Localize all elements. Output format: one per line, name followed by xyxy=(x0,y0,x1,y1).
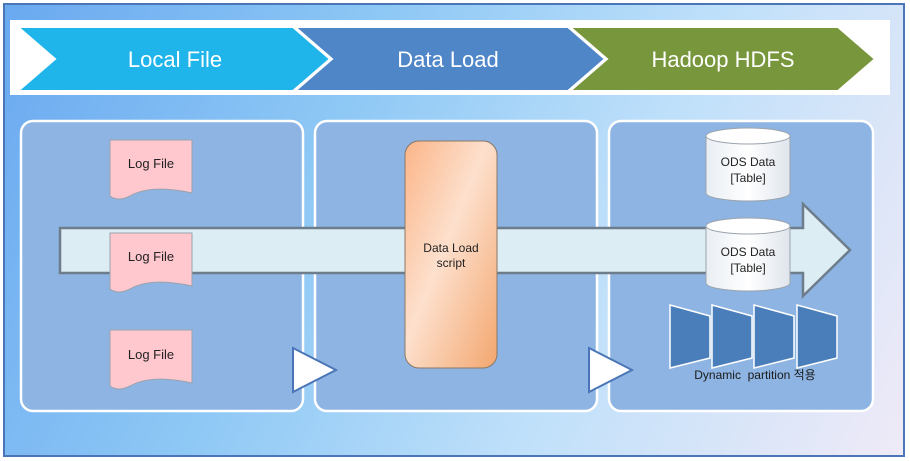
transition-triangle xyxy=(588,346,635,394)
stage-chevron-local-file: Local File xyxy=(15,26,332,92)
script-label-line1: Data Load xyxy=(423,241,478,255)
partition-block xyxy=(796,304,838,369)
table-label-line1: ODS Data xyxy=(721,245,776,259)
log-file-document: Log File xyxy=(109,329,193,390)
log-file-label: Log File xyxy=(128,347,174,362)
partition-label: Dynamic partition 적용 xyxy=(694,368,815,382)
partition-group xyxy=(669,304,838,369)
stage-label: Hadoop HDFS xyxy=(651,47,794,72)
ods-data-table-cylinder: ODS Data [Table] xyxy=(705,217,791,292)
table-label-line2: [Table] xyxy=(730,171,765,185)
partition-block xyxy=(711,304,753,369)
stage-chevron-hadoop-hdfs: Hadoop HDFS xyxy=(567,26,877,92)
partition-block xyxy=(753,304,795,369)
stage-chevron-data-load: Data Load xyxy=(292,26,607,92)
log-file-label: Log File xyxy=(128,249,174,264)
log-file-label: Log File xyxy=(128,156,174,171)
table-label-line2: [Table] xyxy=(730,261,765,275)
log-file-document: Log File xyxy=(109,139,193,200)
partition-block xyxy=(669,304,711,369)
table-label-line1: ODS Data xyxy=(721,155,776,169)
script-label-line2: script xyxy=(437,256,466,270)
data-load-script-box: Data Load script xyxy=(404,140,498,369)
stage-label: Data Load xyxy=(397,47,499,72)
transition-triangle xyxy=(292,346,339,394)
ods-data-table-cylinder: ODS Data [Table] xyxy=(705,127,791,202)
stage-label: Local File xyxy=(128,47,222,72)
log-file-document: Log File xyxy=(109,232,193,293)
